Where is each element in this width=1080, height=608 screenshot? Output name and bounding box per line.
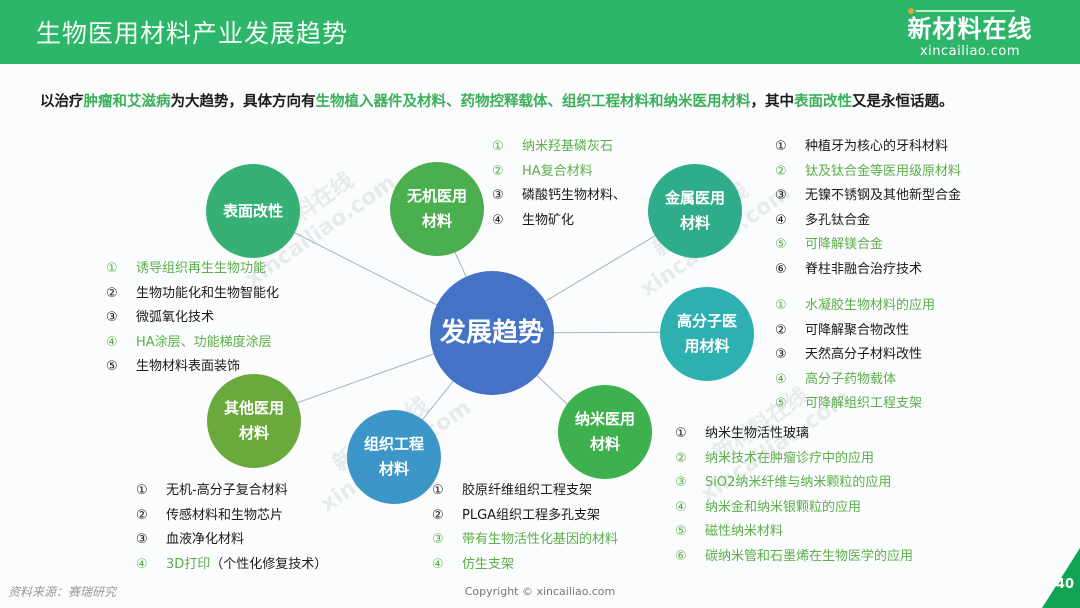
node-label: 其他医用: [223, 399, 284, 417]
node-label: 无机医用: [406, 187, 467, 205]
logo-dot-icon: [908, 8, 914, 14]
logo-english-text: xincailiao.com: [919, 44, 1021, 59]
page-number: 40: [1055, 577, 1074, 592]
page-title: 生物医用材料产业发展趋势: [36, 19, 349, 48]
node-nano-materials: 纳米医用材料: [558, 385, 652, 479]
summary-segment: 又是永恒话题。: [852, 94, 954, 110]
logo-chinese-text: 新材料在线: [907, 15, 1033, 43]
node-surface-modification: 表面改性: [206, 164, 300, 258]
node-polymer-materials: 高分子医用材料: [660, 287, 754, 381]
summary-sentence: 以治疗肿瘤和艾滋病为大趋势，具体方向有生物植入器件及材料、药物控释载体、组织工程…: [40, 90, 954, 111]
summary-segment: 以治疗: [40, 94, 84, 110]
page-badge: [1042, 548, 1080, 608]
node-label: 用材料: [684, 337, 730, 355]
node-other-materials: 其他医用材料: [207, 374, 301, 468]
node-label: 材料: [238, 424, 269, 442]
node-tissue-engineering: 组织工程材料: [347, 410, 441, 504]
summary-highlight: 生物植入器件及材料、药物控释载体、组织工程材料和纳米医用材料: [315, 94, 751, 110]
node-label: 材料: [421, 212, 452, 230]
node-label: 表面改性: [222, 201, 283, 220]
summary-highlight: 表面改性: [794, 94, 852, 110]
center-node-label: 发展趋势: [439, 317, 544, 348]
summary-highlight: 肿瘤和艾滋病: [83, 94, 171, 110]
node-metal-materials: 金属医用材料: [648, 164, 742, 258]
node-label: 材料: [589, 435, 620, 453]
source-note: 资料来源：赛瑞研究: [8, 585, 117, 599]
node-label: 材料: [679, 214, 710, 232]
summary-segment: 为大趋势，具体方向有: [170, 94, 316, 110]
node-label: 纳米医用: [574, 410, 635, 428]
node-label: 组织工程: [363, 435, 424, 453]
summary-segment: ，其中: [750, 94, 795, 110]
node-label: 高分子医: [676, 312, 737, 330]
copyright: Copyright © xincailiao.com: [464, 585, 616, 598]
header-bar: 生物医用材料产业发展趋势 新材料在线 xincailiao.com: [0, 0, 1080, 64]
center-node-development-trends: 发展趋势: [430, 271, 554, 395]
node-label: 金属医用: [664, 189, 725, 207]
brand-logo: 新材料在线 xincailiao.com: [900, 6, 1040, 60]
node-label: 材料: [378, 460, 409, 478]
node-inorganic-materials: 无机医用材料: [390, 162, 484, 256]
